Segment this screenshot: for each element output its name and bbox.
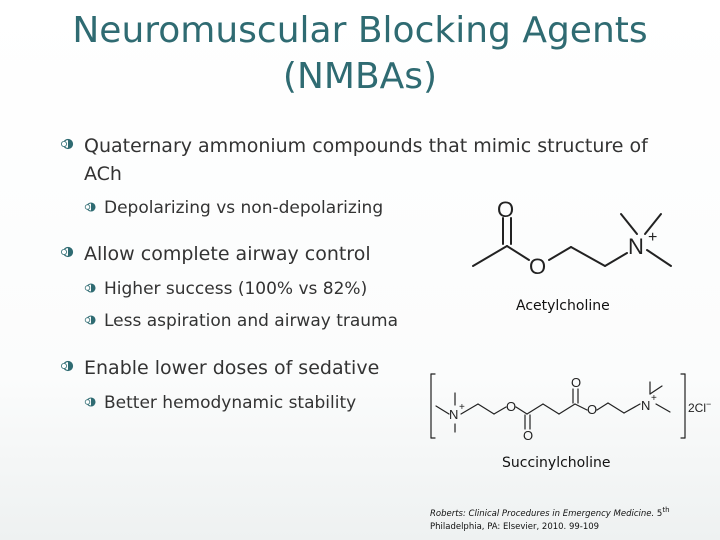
bullet-text: Higher success (100% vs 82%): [104, 279, 368, 299]
succinylcholine-label: Succinylcholine: [502, 455, 611, 471]
succ-atom-oxygen-ester-1: O: [506, 399, 516, 414]
slide-title: Neuromuscular Blocking Agents (NMBAs): [20, 8, 700, 100]
bullet-text: Better hemodynamic stability: [104, 393, 357, 413]
bullet-text: Less aspiration and airway trauma: [104, 311, 399, 331]
title-line-1: Neuromuscular Blocking Agents: [72, 10, 648, 51]
citation-source: Roberts: Clinical Procedures in Emergenc…: [430, 508, 655, 519]
bullet-marker-icon: [84, 283, 96, 293]
bullet-marker-icon: [84, 315, 96, 325]
succ-atom-oxygen-carbonyl-1: O: [523, 428, 533, 443]
succ-atom-oxygen-carbonyl-2: O: [571, 375, 581, 390]
bullet-higher-success: Higher success (100% vs 82%): [82, 277, 442, 301]
bullet-airway-control: Allow complete airway control: [58, 240, 438, 268]
bullet-depolarizing: Depolarizing vs non-depolarizing: [82, 196, 442, 220]
atom-nitrogen: N: [628, 234, 644, 259]
bullet-text: Quaternary ammonium compounds that mimic…: [84, 135, 648, 185]
bullet-marker-icon: [61, 138, 74, 150]
bullet-less-aspiration: Less aspiration and airway trauma: [82, 309, 442, 333]
title-line-2: (NMBAs): [282, 56, 438, 97]
succ-charge-left: +: [459, 402, 465, 413]
succ-charge-right: +: [651, 393, 657, 404]
citation-edition-sup: th: [662, 505, 670, 514]
bullet-text: Allow complete airway control: [84, 243, 371, 265]
bullet-quaternary-ammonium: Quaternary ammonium compounds that mimic…: [58, 132, 668, 188]
succ-atom-nitrogen-left: N: [449, 407, 458, 422]
succinylcholine-structure: N + O O O O N + 2Cl−: [430, 373, 711, 443]
acetylcholine-label: Acetylcholine: [516, 298, 610, 314]
citation-edition: 5: [656, 508, 663, 519]
succ-counterion: 2Cl−: [688, 399, 711, 415]
citation-line-2: Philadelphia, PA: Elsevier, 2010. 99-109: [430, 521, 600, 532]
atom-oxygen-ester: O: [529, 254, 546, 279]
citation: Roberts: Clinical Procedures in Emergenc…: [430, 503, 715, 534]
charge-plus: +: [648, 229, 657, 246]
bullet-lower-sedative: Enable lower doses of sedative: [58, 354, 438, 382]
bullet-text: Enable lower doses of sedative: [84, 357, 380, 379]
bullet-hemodynamic: Better hemodynamic stability: [82, 391, 412, 415]
succ-atom-nitrogen-right: N: [641, 398, 650, 413]
bullet-marker-icon: [61, 360, 74, 372]
bullet-marker-icon: [61, 246, 74, 258]
citation-line-1: Roberts: Clinical Procedures in Emergenc…: [430, 503, 715, 521]
bullet-marker-icon: [84, 202, 96, 212]
atom-oxygen-carbonyl: O: [497, 197, 514, 222]
succ-atom-oxygen-ester-2: O: [587, 402, 597, 417]
acetylcholine-structure: O O N +: [472, 197, 672, 279]
bullet-text: Depolarizing vs non-depolarizing: [104, 198, 384, 218]
bullet-marker-icon: [84, 397, 96, 407]
